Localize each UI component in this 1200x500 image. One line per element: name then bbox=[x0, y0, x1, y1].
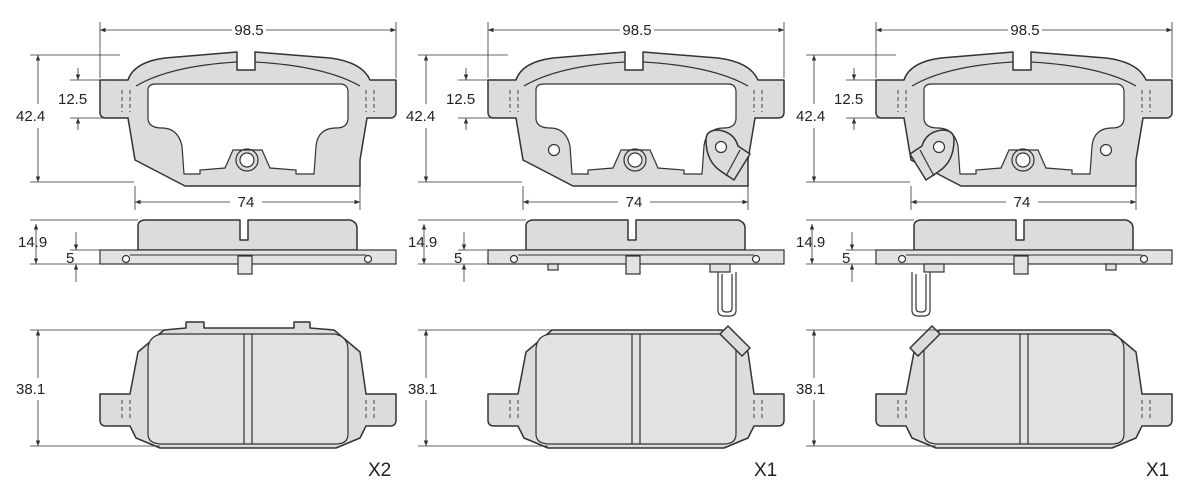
side-view bbox=[875, 219, 1173, 317]
dimension-width: 98.5 bbox=[487, 22, 785, 78]
friction-block bbox=[137, 219, 358, 251]
dimension-thickness: 14.9 bbox=[18, 219, 138, 265]
dim-height-text: 42.4 bbox=[16, 108, 45, 125]
dim-thickness-text: 14.9 bbox=[796, 234, 825, 251]
dim-width-text: 98.5 bbox=[622, 22, 651, 39]
dimension-profile: 38.1 bbox=[16, 329, 164, 447]
dim-bottom-text: 74 bbox=[238, 194, 255, 211]
mounting-hole bbox=[239, 152, 255, 168]
mounting-hole bbox=[1015, 152, 1031, 168]
dimension-bottom: 74 bbox=[910, 186, 1137, 211]
dimension-profile: 38.1 bbox=[796, 329, 940, 447]
mounting-hole bbox=[627, 152, 643, 168]
dim-profile-text: 38.1 bbox=[408, 381, 437, 398]
dimension-inner: 12.5 bbox=[834, 68, 886, 130]
friction-surface bbox=[535, 333, 737, 445]
dimension-inner: 12.5 bbox=[446, 68, 498, 130]
dimension-backing: 5 bbox=[842, 232, 876, 282]
pad-column-2: 98.5 42.4 12.5 74 bbox=[406, 22, 785, 481]
profile-view bbox=[875, 325, 1173, 449]
dimension-profile: 38.1 bbox=[408, 329, 552, 447]
friction-surface bbox=[923, 333, 1125, 445]
dimension-thickness: 14.9 bbox=[796, 219, 914, 265]
dim-thickness-text: 14.9 bbox=[18, 234, 47, 251]
friction-window bbox=[923, 83, 1125, 175]
dimension-bottom: 74 bbox=[134, 186, 361, 211]
dimension-bottom: 74 bbox=[522, 186, 749, 211]
profile-view bbox=[99, 321, 397, 449]
pad-column-1: 98.5 42.4 12.5 74 bbox=[16, 22, 397, 481]
quantity-label: X2 bbox=[368, 460, 391, 481]
wear-sensor-spring bbox=[911, 263, 945, 317]
dim-profile-text: 38.1 bbox=[796, 381, 825, 398]
dim-inner-text: 12.5 bbox=[834, 91, 863, 108]
front-view bbox=[99, 51, 397, 187]
dim-backing-text: 5 bbox=[66, 250, 74, 267]
wear-sensor-spring bbox=[709, 263, 737, 317]
dimension-backing: 5 bbox=[454, 232, 488, 282]
friction-surface bbox=[147, 333, 349, 445]
friction-block bbox=[913, 219, 1134, 251]
dim-width-text: 98.5 bbox=[234, 22, 263, 39]
dim-height-text: 42.4 bbox=[406, 108, 435, 125]
side-view bbox=[487, 219, 785, 317]
dimension-width: 98.5 bbox=[99, 22, 397, 78]
dimension-width: 98.5 bbox=[875, 22, 1173, 78]
dimension-inner: 12.5 bbox=[58, 68, 110, 130]
wear-sensor-clip bbox=[909, 129, 955, 181]
friction-block bbox=[525, 219, 746, 251]
quantity-label: X1 bbox=[754, 460, 777, 481]
dim-backing-text: 5 bbox=[454, 250, 462, 267]
dim-backing-text: 5 bbox=[842, 250, 850, 267]
dim-height-text: 42.4 bbox=[796, 108, 825, 125]
dim-inner-text: 12.5 bbox=[58, 91, 87, 108]
wear-sensor-clip bbox=[705, 129, 751, 181]
dim-bottom-text: 74 bbox=[626, 194, 643, 211]
dim-bottom-text: 74 bbox=[1014, 194, 1031, 211]
quantity-label: X1 bbox=[1146, 460, 1169, 481]
friction-window bbox=[147, 83, 349, 175]
front-view bbox=[875, 51, 1173, 187]
dim-thickness-text: 14.9 bbox=[408, 234, 437, 251]
dim-width-text: 98.5 bbox=[1010, 22, 1039, 39]
dimension-backing: 5 bbox=[66, 232, 100, 282]
dim-inner-text: 12.5 bbox=[446, 91, 475, 108]
dimension-thickness: 14.9 bbox=[408, 219, 526, 265]
dim-profile-text: 38.1 bbox=[16, 381, 45, 398]
dimension-height: 42.4 bbox=[406, 54, 522, 183]
dimension-height: 42.4 bbox=[796, 54, 910, 183]
side-view bbox=[99, 219, 397, 275]
dimension-height: 42.4 bbox=[16, 54, 134, 183]
profile-view bbox=[487, 325, 785, 449]
pad-column-3: 98.5 42.4 12.5 74 bbox=[796, 22, 1173, 481]
front-view bbox=[487, 51, 785, 187]
